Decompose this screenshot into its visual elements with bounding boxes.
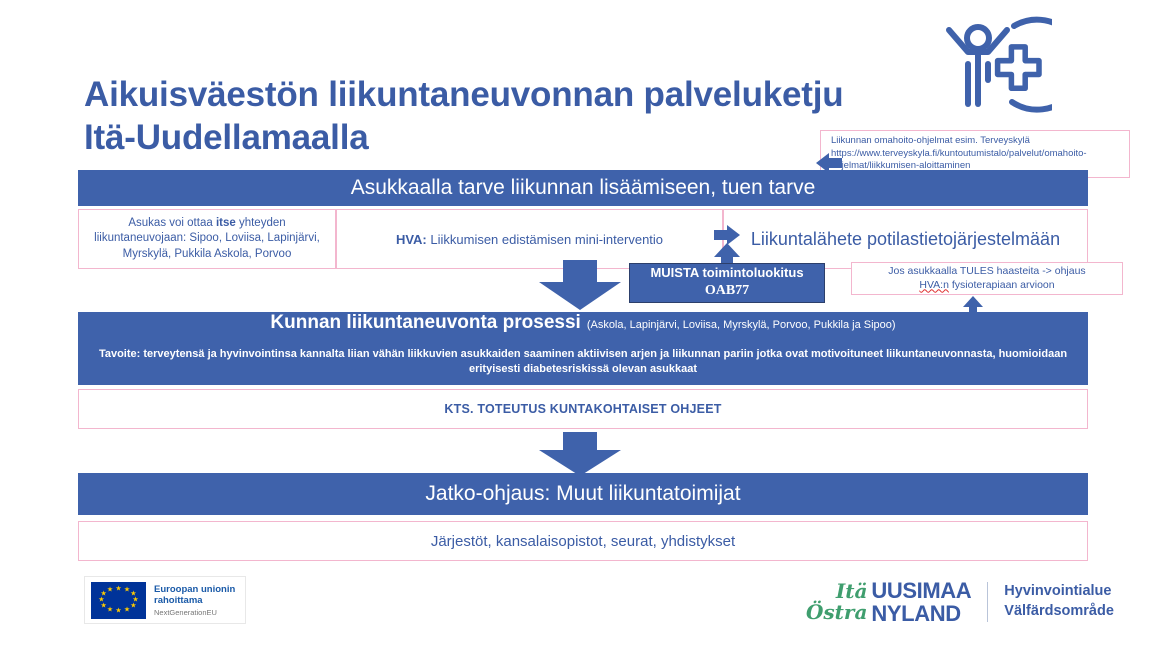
self-contact-bold: itse [215, 217, 236, 230]
banner-followup-guidance: Jatko-ohjaus: Muut liikuntatoimijat [78, 473, 1088, 515]
callout-line-3[interactable]: ohjelmat/liikkumisen-aloittaminen [831, 160, 971, 172]
eu-text-line3: NextGenerationEU [154, 607, 217, 617]
brand-tagline-sv: Välfärdsområde [1004, 603, 1114, 619]
ita-uusimaa-logo: Itä Östra UUSIMAA NYLAND Hyvinvointialue… [806, 578, 1114, 626]
arrow-down-to-process [535, 260, 625, 310]
self-contact-part1: Asukas voi ottaa [128, 217, 216, 230]
arrow-right-to-referral [714, 224, 740, 246]
banner-process-heading: Kunnan liikuntaneuvonta prosessi (Askola… [78, 312, 1088, 338]
arrow-down-to-followup [535, 432, 625, 476]
page-title: Aikuisväestön liikuntaneuvonnan palveluk… [84, 74, 944, 159]
brand-wordmark: Itä Östra UUSIMAA NYLAND [806, 579, 972, 625]
callout-pointer-arrow [816, 152, 842, 174]
brand-caps-sv: NYLAND [871, 601, 961, 626]
eu-funding-logo: ★ ★ ★ ★ ★ ★ ★ ★ ★ ★ ★ ★ Euroopan unionin… [84, 576, 246, 624]
brand-tagline: Hyvinvointialue Välfärdsområde [1004, 582, 1114, 621]
box-kts-label: KTS. TOTEUTUS KUNTAKOHTAISET OHJEET [444, 402, 722, 416]
box-followup-actors: Järjestöt, kansalaisopistot, seurat, yhd… [78, 521, 1088, 561]
box-muista-toimintoluokitus: MUISTA toimintoluokitus OAB77 [629, 263, 825, 303]
box-kts-toteutus: KTS. TOTEUTUS KUNTAKOHTAISET OHJEET [78, 389, 1088, 429]
brand-script-sv: Östra [806, 600, 868, 624]
box-exercise-referral-label: Liikuntalähete potilastietojärjestelmään [750, 228, 1061, 249]
brand-caps-fi: UUSIMAA [871, 577, 972, 603]
muista-code: OAB77 [704, 283, 750, 299]
page-title-line2: Itä-Uudellamaalla [84, 117, 369, 157]
brand-divider [987, 582, 989, 622]
process-heading-municipalities: (Askola, Lapinjärvi, Loviisa, Myrskylä, … [586, 319, 896, 331]
tules-line2-rest: fysioterapiaan arvioon [948, 278, 1055, 291]
box-followup-actors-label: Järjestöt, kansalaisopistot, seurat, yhd… [430, 532, 736, 550]
callout-line-2[interactable]: https://www.terveyskyla.fi/kuntoutumista… [831, 147, 1087, 159]
process-heading-main: Kunnan liikuntaneuvonta prosessi [270, 312, 581, 333]
eu-text-line2: rahoittama [154, 594, 203, 606]
process-goal-label: Tavoite: terveytensä ja hyvinvointinsa k… [98, 347, 1068, 375]
brand-script-text: Itä Östra [806, 581, 867, 623]
banner-resident-need: Asukkaalla tarve liikunnan lisäämiseen, … [78, 170, 1088, 206]
hva-description: Liikkumisen edistämisen mini-interventio [426, 231, 664, 247]
self-contact-part2: yhteyden liikuntaneuvojaan: Sipoo, Lovii… [94, 217, 320, 260]
box-hva-text: HVA: Liikkumisen edistämisen mini-interv… [396, 232, 663, 247]
tules-spellcheck-word: HVA:n [919, 278, 949, 291]
brand-tagline-fi: Hyvinvointialue [1004, 583, 1112, 600]
box-exercise-referral: Liikuntalähete potilastietojärjestelmään [723, 209, 1088, 269]
tules-line2: HVA:n fysioterapiaan arvioon [919, 279, 1054, 293]
banner-followup-label: Jatko-ohjaus: Muut liikuntatoimijat [425, 482, 741, 505]
person-with-medical-cross-icon [930, 8, 1086, 118]
muista-line1: MUISTA toimintoluokitus [650, 265, 804, 281]
banner-resident-need-label: Asukkaalla tarve liikunnan lisäämiseen, … [350, 176, 816, 199]
box-self-contact-text: Asukas voi ottaa itse yhteyden liikuntan… [83, 216, 331, 262]
brand-script-fi: Itä [835, 579, 868, 603]
box-hva-mini-intervention: HVA: Liikkumisen edistämisen mini-interv… [336, 209, 723, 269]
process-goal-text: Tavoite: terveytensä ja hyvinvointinsa k… [78, 338, 1088, 385]
hva-label: HVA: [395, 231, 427, 247]
tules-line1: Jos asukkaalla TULES haasteita -> ohjaus [888, 264, 1086, 277]
eu-flag-icon: ★ ★ ★ ★ ★ ★ ★ ★ ★ ★ ★ ★ [91, 581, 146, 619]
arrow-up-to-tules [963, 296, 983, 318]
eu-text-line1: Euroopan unionin [154, 583, 236, 595]
box-tules-guidance: Jos asukkaalla TULES haasteita -> ohjaus… [851, 262, 1123, 295]
page-title-line1: Aikuisväestön liikuntaneuvonnan palveluk… [84, 75, 844, 114]
box-self-contact: Asukas voi ottaa itse yhteyden liikuntan… [78, 209, 336, 269]
brand-caps-text: UUSIMAA NYLAND [871, 579, 971, 625]
callout-line-1: Liikunnan omahoito-ohjelmat esim. Tervey… [831, 134, 1030, 146]
arrow-up-to-referral [714, 243, 740, 269]
eu-logo-text: Euroopan unionin rahoittama NextGenerati… [154, 584, 235, 617]
